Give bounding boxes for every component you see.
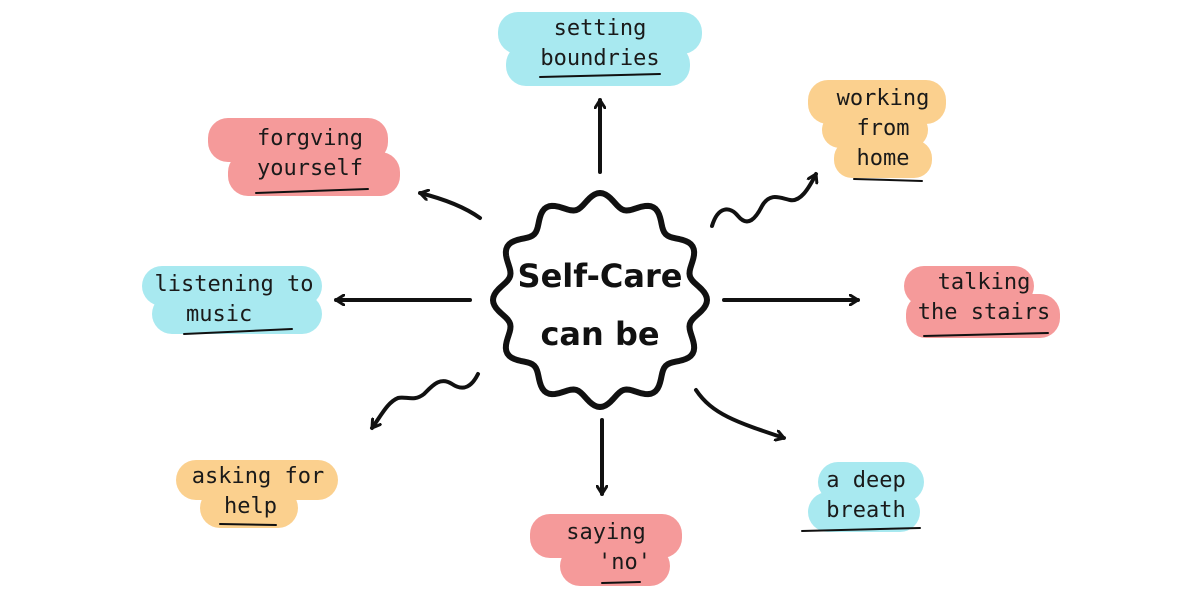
underlines [183, 73, 1049, 584]
node-talking-the-stairs-line-2: the stairs [917, 300, 1051, 325]
node-asking-for-help-line-2: help [224, 494, 277, 519]
center-label-line-2: can be [540, 315, 660, 353]
underline-saying-no [601, 581, 641, 584]
node-a-deep-breath: a deep breath [810, 466, 922, 526]
underline-talking-the-stairs [923, 332, 1049, 337]
node-talking-the-stairs: talking the stairs [912, 268, 1056, 328]
node-forgiving-yourself-line-1: forgving [257, 126, 363, 151]
node-forgiving-yourself-line-2: yourself [257, 156, 363, 181]
arrow-to-a-deep-breath [694, 388, 786, 438]
underline-listening-to-music [183, 328, 293, 335]
node-forgiving-yourself: forgving yourself [232, 124, 388, 184]
blob-forgiving-yourself-2 [228, 152, 400, 196]
node-setting-boundries: setting boundries [520, 14, 680, 74]
underline-working-from-home [853, 178, 923, 182]
node-saying-no: saying 'no' [546, 518, 666, 578]
center-label-line-1: Self-Care [517, 257, 683, 295]
blob-working-from-home-3 [834, 140, 932, 178]
underline-forgiving-yourself [255, 188, 369, 194]
node-working-from-home-line-2: from [856, 116, 910, 141]
node-working-from-home: working from home [826, 84, 940, 174]
blob-listening-to-music-2 [152, 294, 322, 334]
blob-setting-boundries-2 [506, 44, 690, 86]
node-talking-the-stairs-line-1: talking [937, 270, 1031, 295]
arrow-to-asking-for-help [370, 372, 480, 430]
node-saying-no-line-1: saying [566, 520, 646, 545]
underline-setting-boundries [539, 73, 661, 78]
node-a-deep-breath-line-2: breath [826, 498, 906, 523]
node-listening-to-music-line-1: listening to [154, 272, 314, 297]
node-blobs [142, 12, 1060, 586]
node-listening-to-music: listening to music [146, 270, 322, 330]
node-setting-boundries-line-2: boundries [540, 46, 660, 71]
node-a-deep-breath-line-1: a deep [826, 468, 906, 493]
node-saying-no-line-2: 'no' [598, 550, 651, 575]
node-setting-boundries-line-1: setting [553, 16, 647, 41]
blob-setting-boundries [498, 12, 702, 54]
arrow-to-working-from-home [710, 172, 816, 228]
node-working-from-home-line-3: home [856, 146, 910, 171]
node-listening-to-music-line-2: music [186, 302, 253, 327]
blob-saying-no-2 [560, 546, 670, 586]
arrow-to-forgiving-yourself [418, 193, 482, 220]
node-asking-for-help-line-1: asking for [191, 464, 325, 489]
center-badge [490, 190, 710, 410]
blob-forgiving-yourself [208, 118, 388, 162]
blob-a-deep-breath-2 [808, 492, 920, 532]
blob-asking-for-help-2 [200, 488, 298, 528]
underline-asking-for-help [219, 523, 277, 526]
node-asking-for-help: asking for help [180, 462, 336, 522]
center-label: Self-Care can be [500, 247, 700, 363]
blob-talking-the-stairs-2 [906, 294, 1060, 338]
underline-a-deep-breath [801, 527, 921, 532]
connectors [334, 98, 860, 496]
node-working-from-home-line-1: working [836, 86, 930, 111]
blob-working-from-home-2 [822, 112, 928, 148]
